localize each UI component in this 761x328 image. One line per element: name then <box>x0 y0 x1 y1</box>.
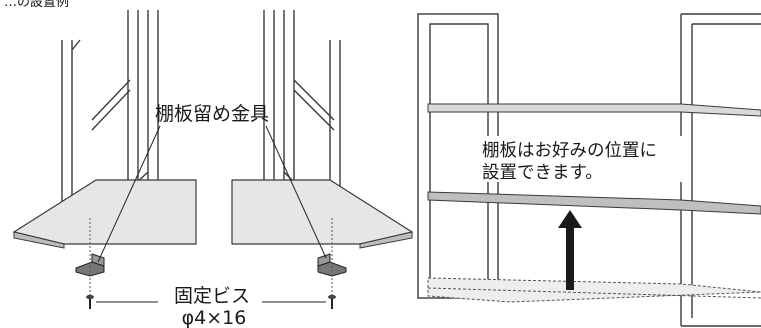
screw-left <box>86 294 94 309</box>
shelf-board-left <box>12 179 197 249</box>
shelf-bracket-left <box>75 253 105 277</box>
screw-label-line1: 固定ビス <box>174 285 250 307</box>
screw-right <box>328 294 336 309</box>
shelf-board-right <box>231 179 414 249</box>
note-backing <box>478 136 690 182</box>
rack-post-right <box>680 13 761 327</box>
header-fragment: …の設置例 <box>4 0 69 10</box>
rack-shelf-middle <box>427 191 761 215</box>
shelf-bracket-right <box>317 253 347 277</box>
right-panel-rack: 棚板はお好みの位置に 設置できます。 <box>417 13 761 327</box>
move-up-arrow <box>558 210 582 290</box>
screw-label-line2: φ4×16 <box>182 307 247 328</box>
center-gap <box>198 170 230 260</box>
rack-shelf-top <box>427 103 761 117</box>
dotted-guides <box>89 218 333 296</box>
note-line1: 棚板はお好みの位置に <box>482 141 657 161</box>
left-panel-closeup: 棚板留め金具 固定ビス φ4×16 <box>12 10 414 328</box>
note-line2: 設置できます。 <box>482 163 603 183</box>
rack-shelf-bottom-dashed <box>427 277 761 303</box>
bracket-label: 棚板留め金具 <box>155 103 269 125</box>
bracket-leader-lines <box>97 125 327 263</box>
